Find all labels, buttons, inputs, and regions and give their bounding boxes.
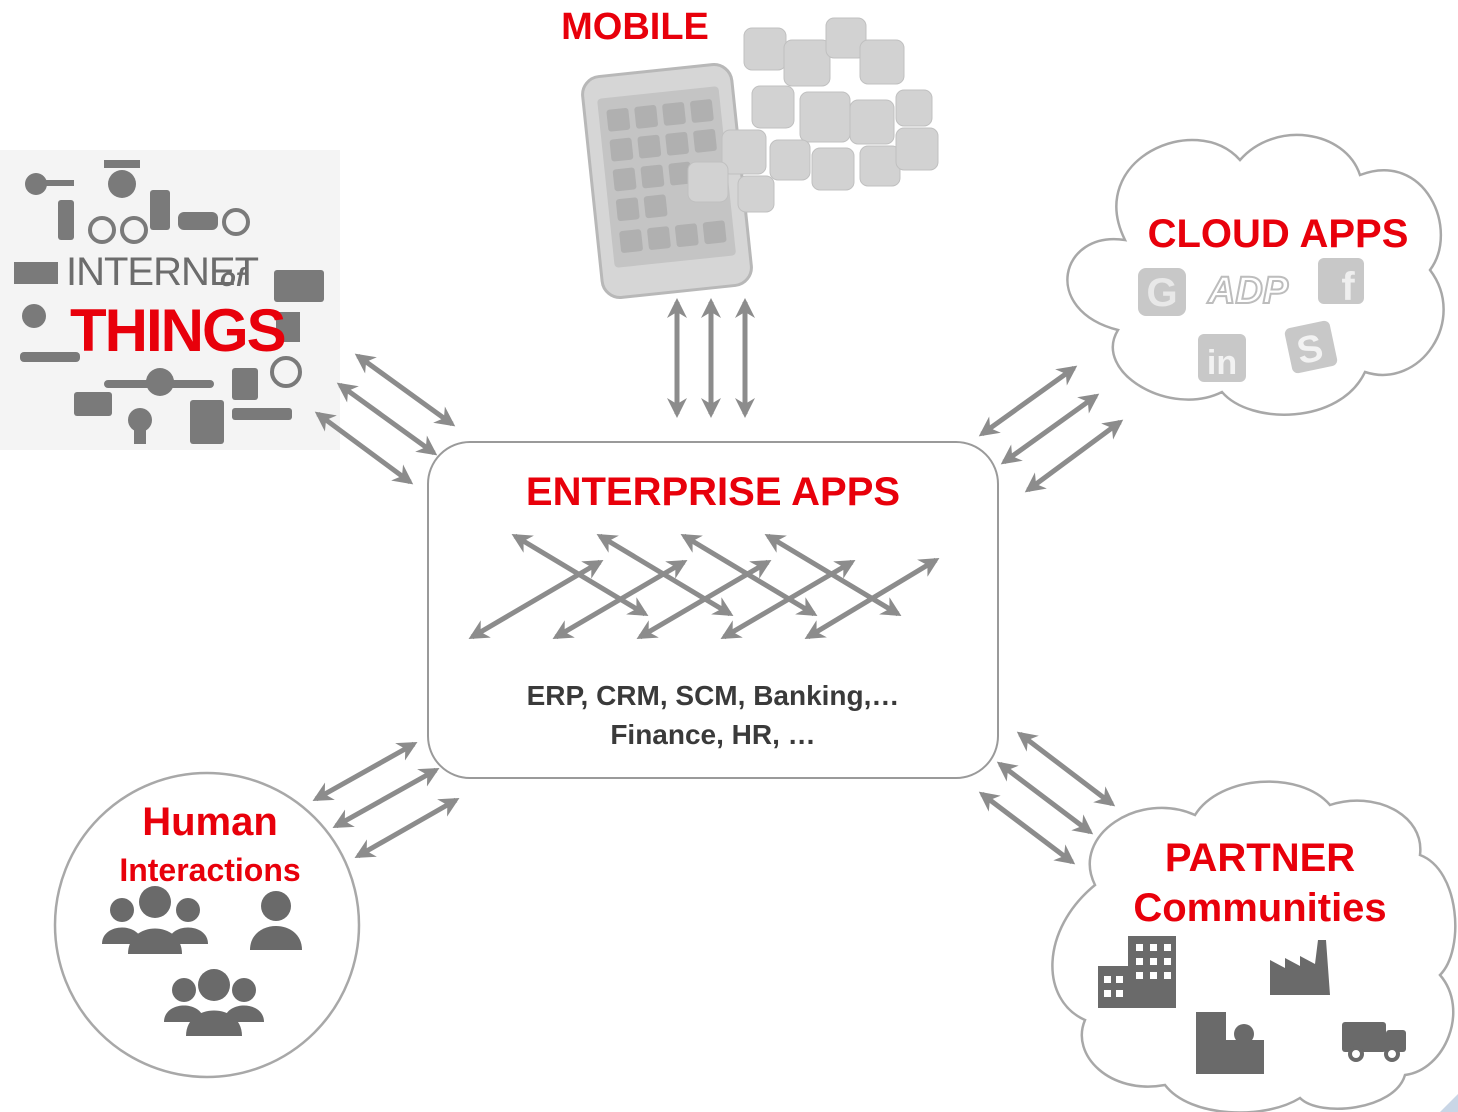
cloud-app-logos: G ADP f in S — [1138, 258, 1364, 382]
partner-arrow — [978, 791, 1076, 865]
clock-icon — [270, 356, 302, 388]
iron-icon — [20, 352, 80, 362]
bus-icon — [190, 400, 224, 444]
business-team-icon — [102, 886, 208, 954]
adp-logo-icon: ADP — [1207, 270, 1289, 312]
bicycle-icon — [88, 216, 116, 244]
logo-f: f — [1341, 265, 1355, 309]
person-icon — [250, 891, 302, 950]
iot-illustration — [0, 150, 340, 450]
drone-icon — [104, 160, 140, 168]
enterprise-apps-title: ENTERPRISE APPS — [525, 470, 901, 514]
partner-subtitle: Communities — [1133, 886, 1387, 930]
lightbulb-icon — [128, 408, 152, 432]
group-icon — [164, 969, 264, 1036]
fan-icon — [222, 208, 250, 236]
train-icon — [14, 262, 58, 284]
mobile-illustration — [581, 17, 939, 299]
enterprise-apps-list-line2: Finance, HR, … — [610, 719, 816, 750]
delivery-truck-icon — [1342, 1022, 1406, 1062]
corner-accent — [1440, 1094, 1458, 1112]
smartphone-icon — [581, 63, 753, 299]
router-icon — [232, 408, 292, 420]
partner-title: PARTNER — [1164, 836, 1356, 880]
human-subtitle: Interactions — [119, 852, 301, 888]
factory-icon — [1270, 940, 1330, 995]
connector-arrows — [312, 298, 1124, 865]
logo-g: G — [1146, 271, 1177, 315]
partner-communities-cloud — [1051, 780, 1457, 1112]
iot-arrow — [354, 353, 456, 427]
cloud-apps-title: CLOUD APPS — [1147, 212, 1409, 256]
car-icon — [178, 212, 218, 230]
key-icon — [25, 173, 47, 195]
app-icons-cluster — [687, 17, 939, 213]
iot-things-label: THINGS — [70, 297, 287, 364]
salesforce-logo-icon — [1284, 320, 1338, 374]
mobile-title: MOBILE — [561, 6, 709, 48]
human-title: Human — [142, 800, 278, 844]
linkedin-logo-icon — [1198, 334, 1246, 382]
iot-arrow — [314, 411, 414, 485]
google-logo-icon — [1138, 268, 1186, 316]
gear-icon — [22, 304, 46, 328]
microwave-icon — [274, 270, 324, 302]
phone-icon — [58, 200, 74, 240]
trash-icon — [276, 312, 300, 342]
tv-icon — [74, 392, 112, 416]
iot-internet-label: INTERNET — [66, 250, 259, 294]
partner-arrow — [1016, 731, 1116, 807]
cloud-apps-cloud: G ADP f in S — [1066, 133, 1445, 416]
iot-of-label: of — [220, 262, 245, 292]
camera-icon — [150, 190, 170, 230]
hospital-icon — [1196, 1012, 1264, 1074]
cloud-arrow — [1024, 419, 1124, 493]
internal-integration-arrows — [468, 533, 940, 640]
human-arrow — [332, 767, 440, 829]
facebook-logo-icon — [1318, 258, 1364, 304]
speaker-icon — [232, 368, 258, 400]
enterprise-apps-list-line1: ERP, CRM, SCM, Banking,… — [526, 680, 900, 711]
logo-in: in — [1207, 344, 1237, 382]
human-arrow — [354, 797, 460, 859]
human-interactions-circle — [53, 771, 361, 1079]
